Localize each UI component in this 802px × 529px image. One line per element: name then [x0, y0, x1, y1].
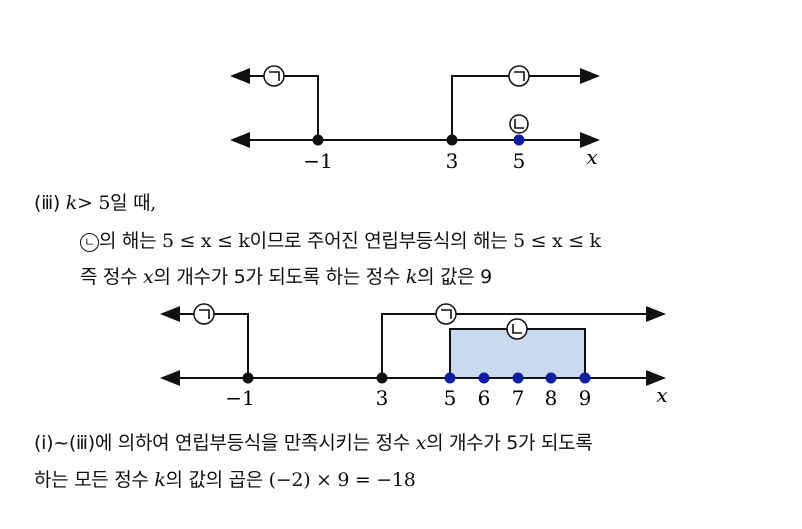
svg-text:3: 3: [376, 386, 389, 410]
svg-text:−1: −1: [225, 386, 254, 410]
svg-text:x: x: [656, 383, 667, 407]
region-g-right-2: [381, 306, 666, 378]
svg-text:5: 5: [444, 386, 457, 410]
case3-line2: 즉 정수 x의 개수가 5가 되도록 하는 정수 k의 값은 9: [80, 266, 492, 288]
region-g-right: [451, 68, 600, 140]
region-g-left-2: [160, 306, 249, 378]
axis-label-x: x: [586, 145, 597, 169]
conclusion-line2: 하는 모든 정수 k의 값의 곱은 (−2) × 9 = −18: [34, 469, 416, 491]
svg-text:7: 7: [512, 386, 525, 410]
svg-text:6: 6: [478, 386, 491, 410]
svg-text:9: 9: [579, 386, 592, 410]
tick-5: 5: [513, 149, 526, 173]
tick-neg1: −1: [303, 149, 332, 173]
svg-text:8: 8: [545, 386, 558, 410]
case3-heading: (ⅲ) k> 5일 때,: [34, 192, 157, 214]
region-g-left: [230, 68, 319, 140]
point-5: [513, 134, 525, 146]
point-3: [446, 134, 458, 146]
conclusion-line1: (ⅰ)~(ⅲ)에 의하여 연립부등식을 만족시키는 정수 x의 개수가 5가 되…: [34, 432, 593, 454]
tick-3: 3: [446, 149, 459, 173]
point-neg1: [312, 134, 324, 146]
